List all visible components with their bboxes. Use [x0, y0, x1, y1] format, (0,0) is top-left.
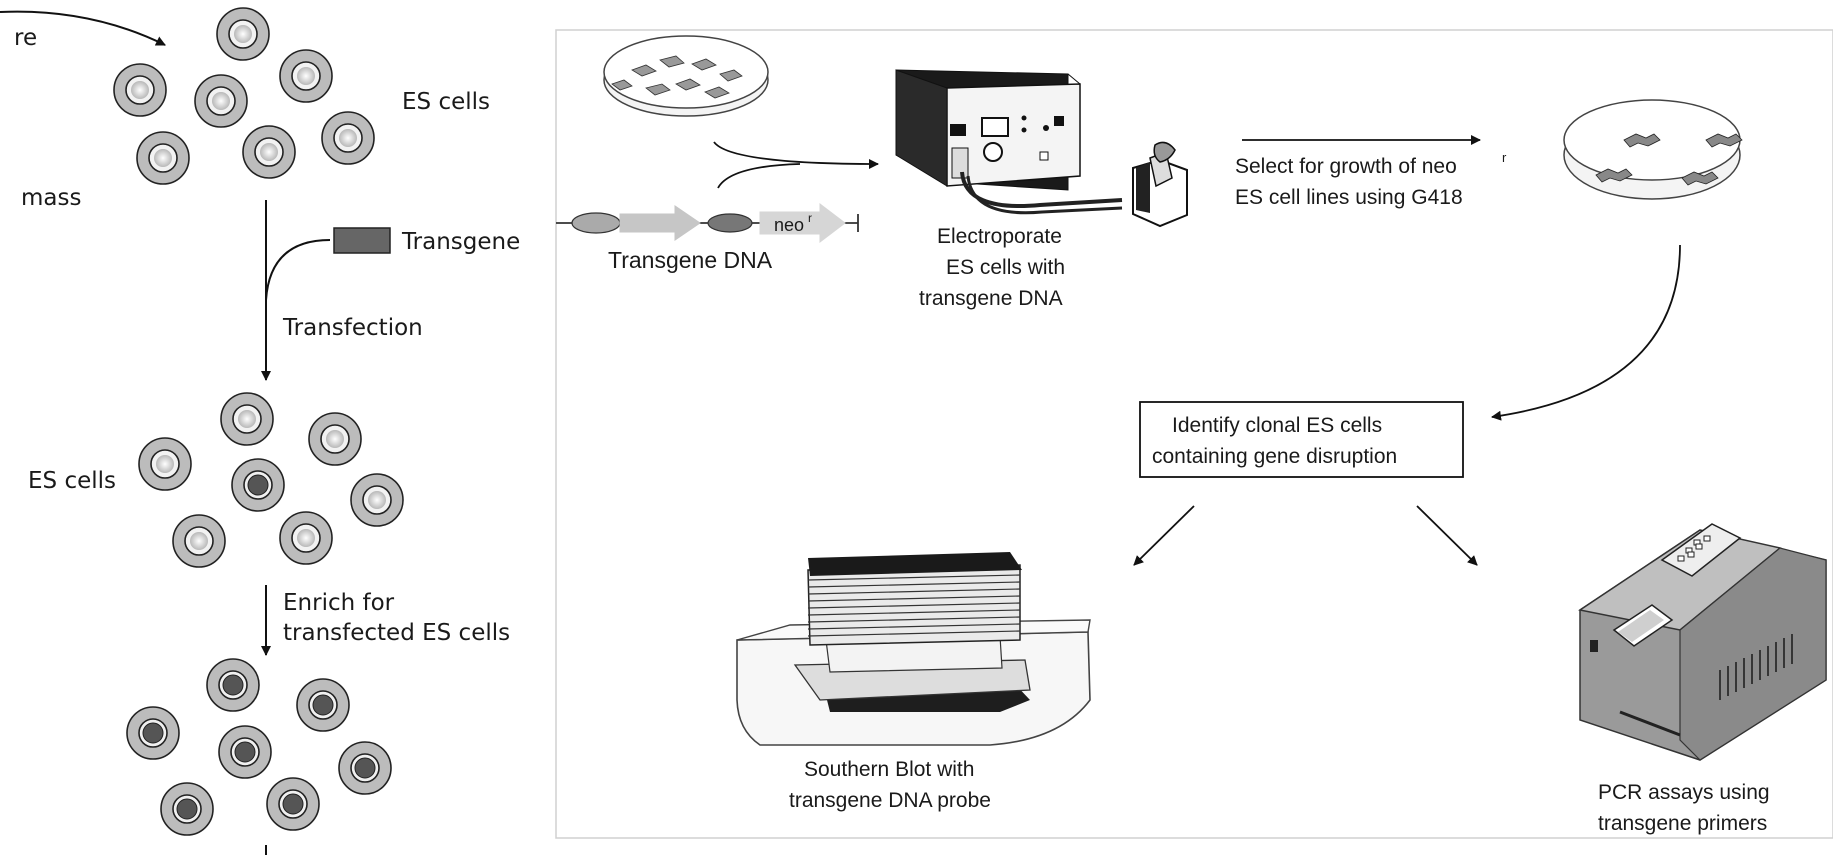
label-pcr-line1: PCR assays using: [1598, 781, 1770, 804]
es-cell: [136, 131, 190, 185]
es-cell: [350, 473, 404, 527]
label-electroporate-line3: transgene DNA: [919, 287, 1063, 310]
label-es-cells-top: ES cells: [402, 89, 490, 115]
incoming-arrow: [0, 10, 166, 46]
es-cell: [279, 49, 333, 103]
left-panel: re mass ES cells Transgene Transfection: [0, 7, 520, 855]
es-cells-group-mid: [138, 392, 404, 568]
label-select-line1: Select for growth of neo: [1235, 155, 1457, 178]
es-cell-transfected: [126, 706, 180, 760]
pcr-machine: [1578, 523, 1827, 761]
label-electroporate-line2: ES cells with: [946, 256, 1065, 279]
es-cell-transfected: [160, 782, 214, 836]
southern-blot-apparatus: [736, 552, 1091, 746]
dna-to-electroporator-line: [717, 163, 801, 189]
label-identify-line1: Identify clonal ES cells: [1172, 414, 1382, 437]
es-cell: [308, 412, 362, 466]
label-pcr-line2: transgene primers: [1598, 812, 1767, 835]
es-cell: [242, 125, 296, 179]
label-enrich-line1: Enrich for: [283, 590, 395, 616]
es-cell-transfected: [266, 777, 320, 831]
es-cell-transfected: [338, 741, 392, 795]
cells-to-electroporator-arrow: [713, 141, 879, 169]
es-cell-transfected: [296, 678, 350, 732]
transgene-box: [333, 227, 391, 254]
transgene-join-line: [265, 239, 331, 301]
label-enrich-line2: transfected ES cells: [283, 620, 510, 646]
dish-to-identify-arrow: [1491, 244, 1681, 421]
label-top-cut: re: [14, 25, 37, 51]
label-transgene-dna: Transgene DNA: [608, 247, 773, 273]
neo-label: neo: [774, 215, 804, 235]
label-electroporate-line1: Electroporate: [937, 225, 1062, 248]
cuvette-holder: [1132, 141, 1188, 228]
es-cell-transfected: [231, 458, 285, 512]
es-cell-transfected: [218, 725, 272, 779]
es-cell: [279, 511, 333, 565]
petri-dish-selected-cells: [1563, 99, 1743, 200]
electroporator-device: [895, 69, 1081, 191]
neo-superscript: r: [808, 211, 812, 225]
es-cell: [220, 392, 274, 446]
identify-box: [1139, 401, 1464, 478]
label-southern-line1: Southern Blot with: [804, 758, 974, 781]
right-panel: neo r Transgene DNA: [556, 35, 1827, 835]
cable: [966, 175, 1123, 215]
es-cell: [321, 111, 375, 165]
to-southern-arrow: [1133, 505, 1195, 566]
es-cell-transfected: [206, 658, 260, 712]
to-pcr-arrow: [1416, 505, 1478, 566]
petri-dish-es-cells: [603, 35, 769, 117]
es-cell: [172, 514, 226, 568]
label-es-cells-mid: ES cells: [28, 468, 116, 494]
es-cell: [216, 7, 270, 61]
label-southern-line2: transgene DNA probe: [789, 789, 991, 812]
cable: [960, 171, 1123, 208]
label-mass-cut: mass: [21, 185, 81, 211]
label-identify-line2: containing gene disruption: [1152, 445, 1397, 468]
label-select-sup: r: [1502, 150, 1507, 165]
es-cell: [194, 74, 248, 128]
es-cell: [138, 437, 192, 491]
transgene-dna-construct: neo r: [556, 202, 859, 244]
label-transgene: Transgene: [401, 229, 520, 255]
es-cells-group-bottom: [126, 658, 392, 836]
es-cell: [113, 63, 167, 117]
es-cells-group-top: [113, 7, 375, 185]
label-select-line2: ES cell lines using G418: [1235, 186, 1463, 209]
label-transfection: Transfection: [282, 315, 423, 341]
